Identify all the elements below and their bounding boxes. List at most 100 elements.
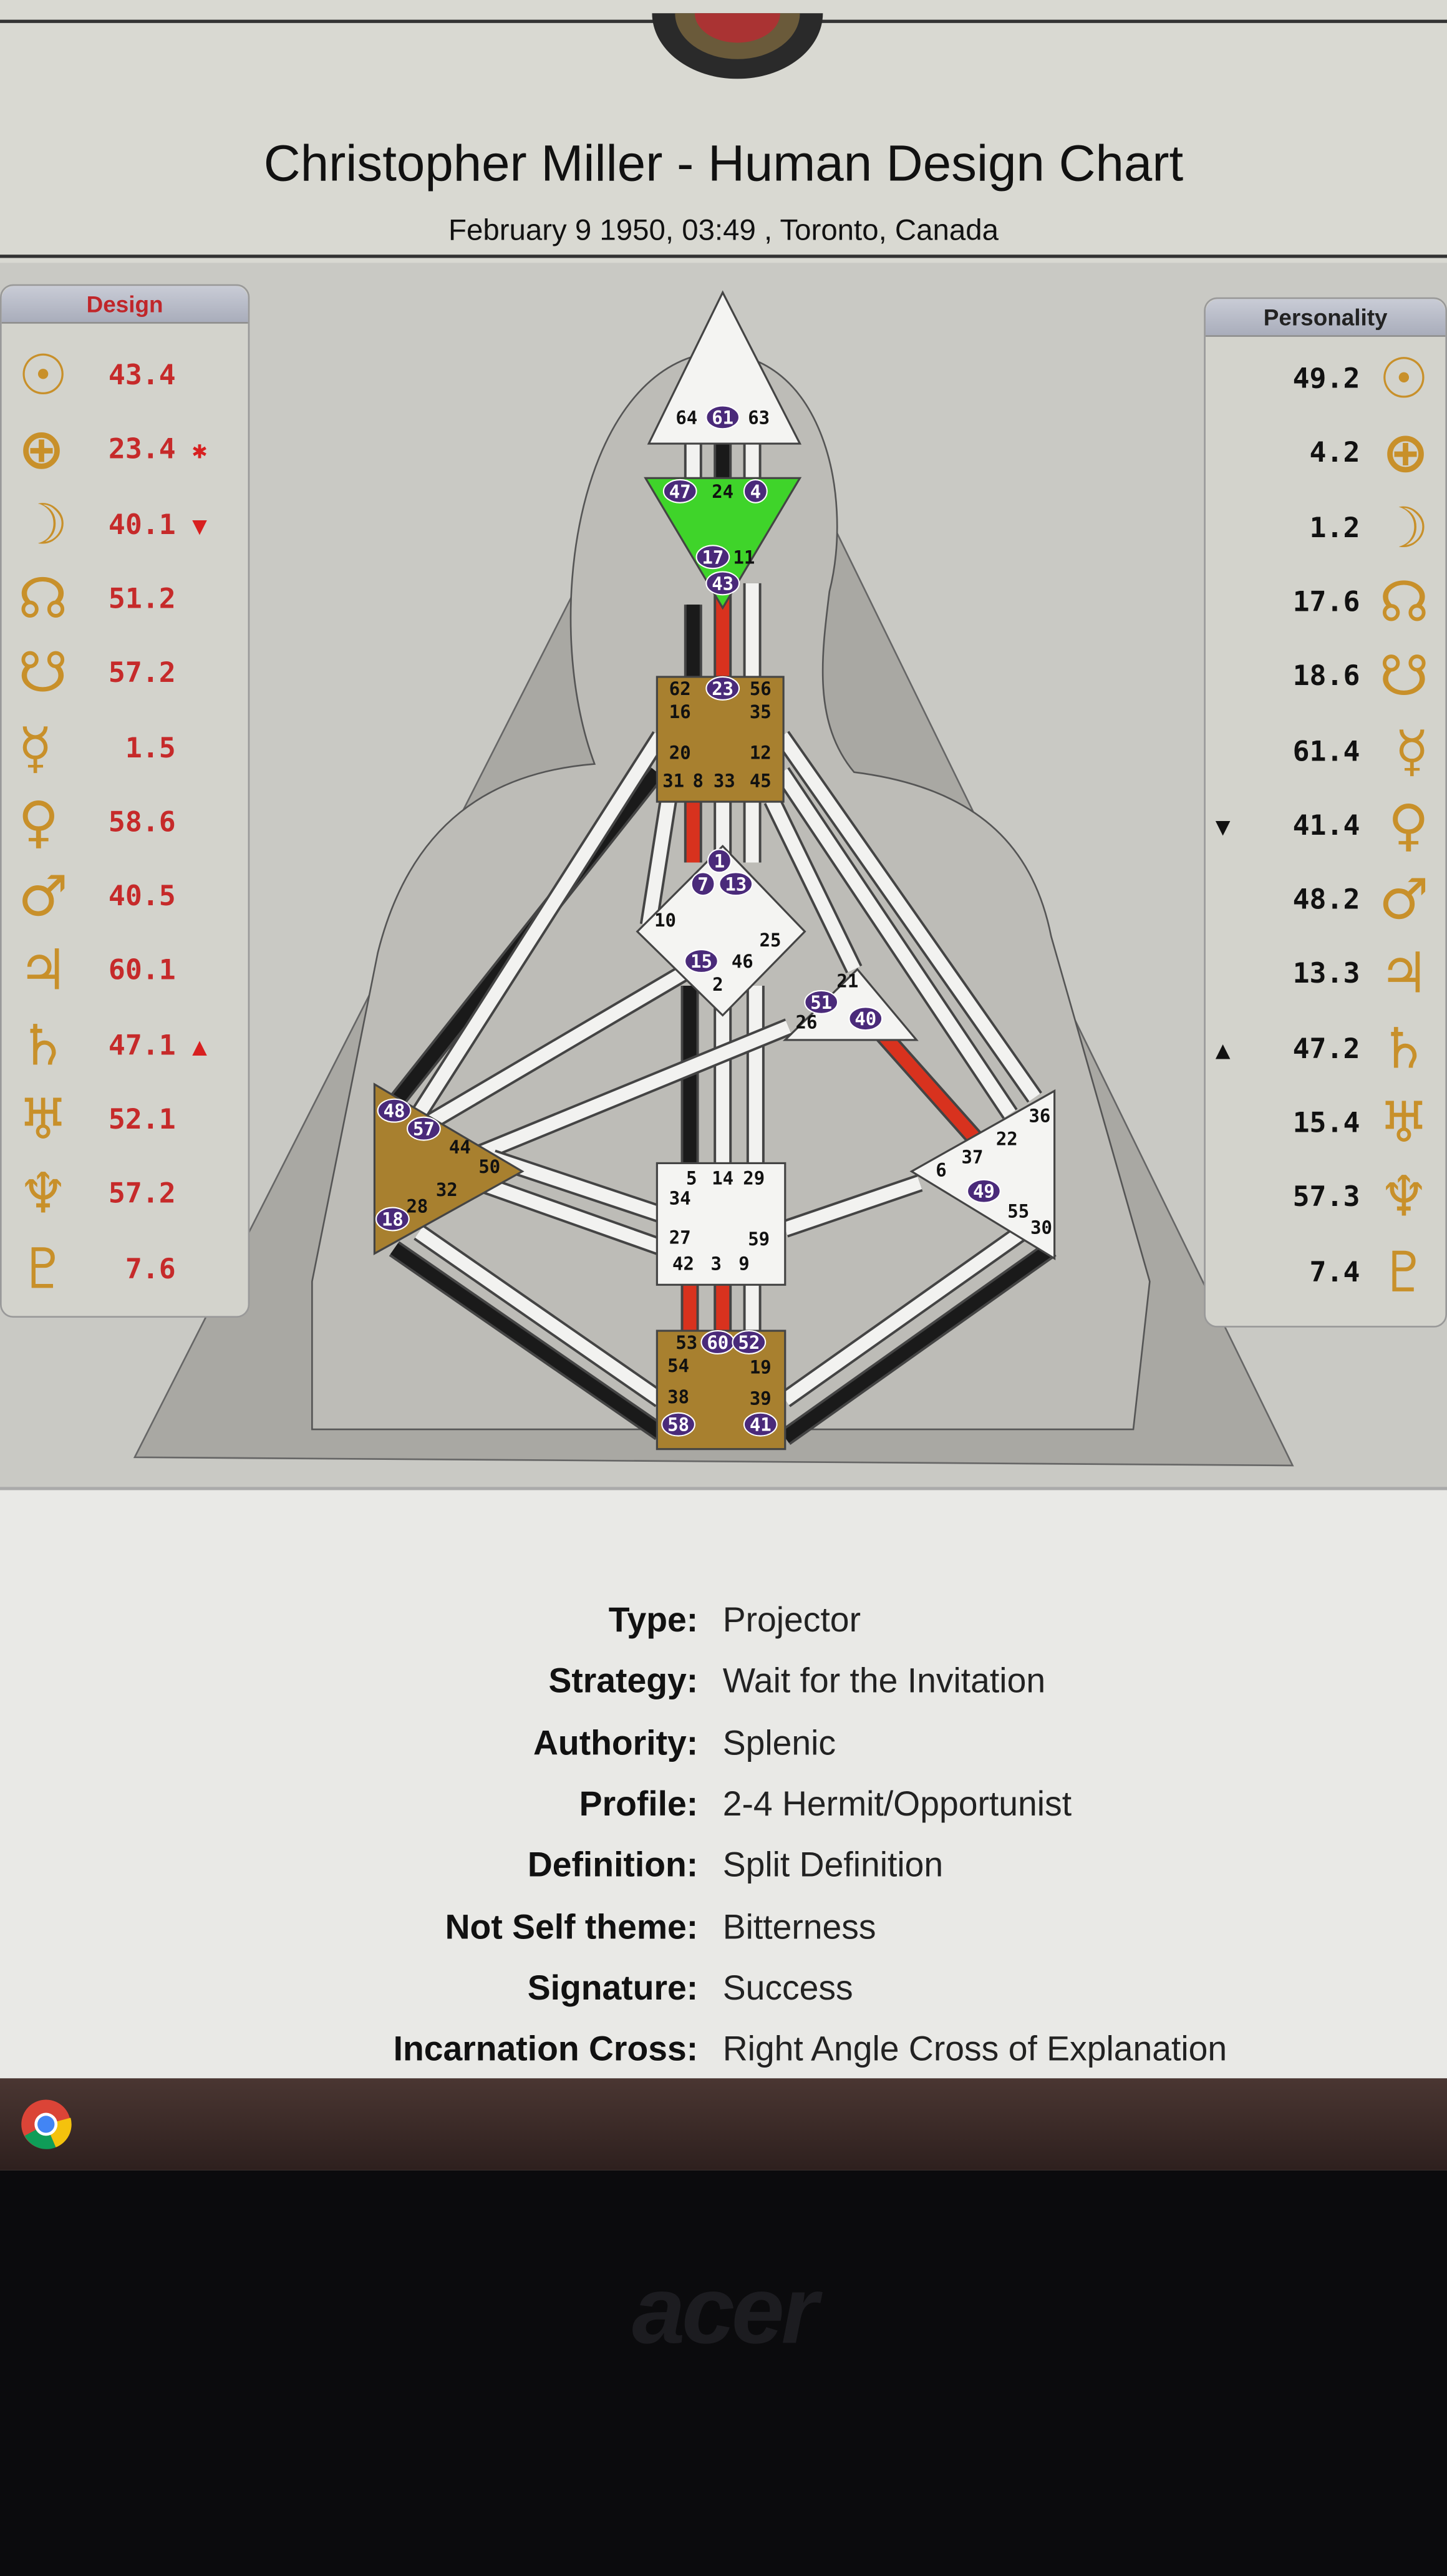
gate-51[interactable]: 51 bbox=[804, 989, 839, 1014]
gate-48[interactable]: 48 bbox=[377, 1098, 412, 1123]
property-value: Wait for the Invitation bbox=[722, 1663, 1046, 1701]
gate-50[interactable]: 50 bbox=[478, 1156, 500, 1177]
gate-number: 37 bbox=[962, 1146, 984, 1167]
gate-32[interactable]: 32 bbox=[436, 1179, 458, 1200]
gate-61[interactable]: 61 bbox=[705, 405, 740, 430]
gate-11[interactable]: 11 bbox=[733, 547, 755, 568]
gate-38[interactable]: 38 bbox=[667, 1386, 689, 1407]
gate-54[interactable]: 54 bbox=[667, 1355, 689, 1376]
chrome-icon[interactable] bbox=[20, 2098, 72, 2151]
gate-47[interactable]: 47 bbox=[662, 479, 697, 503]
gate-12[interactable]: 12 bbox=[750, 742, 772, 764]
planet-row-neptune: ♆ 57.3 bbox=[1206, 1165, 1445, 1231]
gate-40[interactable]: 40 bbox=[848, 1006, 883, 1031]
gate-42[interactable]: 42 bbox=[672, 1253, 694, 1275]
gate-43[interactable]: 43 bbox=[705, 571, 740, 596]
gate-17[interactable]: 17 bbox=[695, 545, 730, 570]
gate-7[interactable]: 7 bbox=[690, 872, 715, 897]
gate-2[interactable]: 2 bbox=[712, 974, 723, 995]
gate-8[interactable]: 8 bbox=[692, 770, 703, 791]
gate-29[interactable]: 29 bbox=[743, 1168, 765, 1189]
gate-number: 18 bbox=[382, 1209, 404, 1230]
gate-60[interactable]: 60 bbox=[700, 1330, 735, 1354]
gate-24[interactable]: 24 bbox=[712, 481, 733, 502]
gate-18[interactable]: 18 bbox=[375, 1207, 410, 1232]
gate-number: 38 bbox=[667, 1386, 689, 1407]
gate-13[interactable]: 13 bbox=[719, 872, 753, 897]
property-row: Strategy:Wait for the Invitation bbox=[0, 1663, 1447, 1713]
gate-number: 41 bbox=[750, 1414, 772, 1436]
gate-number: 15 bbox=[690, 951, 712, 972]
gate-21[interactable]: 21 bbox=[836, 971, 858, 992]
gate-4[interactable]: 4 bbox=[743, 479, 768, 503]
gate-number: 19 bbox=[750, 1357, 772, 1378]
gate-44[interactable]: 44 bbox=[449, 1137, 471, 1158]
gate-line-value: 43.4 bbox=[108, 359, 176, 393]
gate-line-value: 51.2 bbox=[108, 583, 176, 616]
gate-23[interactable]: 23 bbox=[705, 676, 740, 701]
planet-row-venus: ♀ 41.4 ▼ bbox=[1206, 793, 1445, 858]
gate-28[interactable]: 28 bbox=[406, 1195, 428, 1217]
fixing-marker: ▼ bbox=[1215, 811, 1231, 841]
planet-row-uranus: ♅ 15.4 bbox=[1206, 1091, 1445, 1157]
gate-35[interactable]: 35 bbox=[750, 701, 772, 722]
gate-1[interactable]: 1 bbox=[707, 848, 732, 873]
planet-row-south-node: ☋ 57.2 bbox=[2, 641, 248, 707]
gate-45[interactable]: 45 bbox=[750, 770, 772, 791]
gate-line-value: 7.6 bbox=[125, 1253, 176, 1286]
gate-3[interactable]: 3 bbox=[710, 1253, 721, 1275]
gate-10[interactable]: 10 bbox=[654, 910, 676, 931]
gate-number: 1 bbox=[714, 850, 725, 872]
gate-20[interactable]: 20 bbox=[669, 742, 691, 764]
gate-26[interactable]: 26 bbox=[796, 1012, 818, 1033]
gate-line-value: 1.5 bbox=[125, 732, 176, 765]
gate-55[interactable]: 55 bbox=[1007, 1200, 1029, 1222]
center-g bbox=[636, 844, 806, 1017]
gate-30[interactable]: 30 bbox=[1030, 1217, 1052, 1238]
channel bbox=[415, 1227, 664, 1406]
gate-57[interactable]: 57 bbox=[407, 1116, 441, 1141]
property-label: Type: bbox=[608, 1601, 699, 1640]
gate-56[interactable]: 56 bbox=[750, 678, 772, 699]
gate-16[interactable]: 16 bbox=[669, 701, 691, 722]
jupiter-icon: ♃ bbox=[17, 938, 69, 1005]
gate-6[interactable]: 6 bbox=[936, 1160, 946, 1181]
gate-46[interactable]: 46 bbox=[732, 951, 753, 972]
gate-34[interactable]: 34 bbox=[669, 1187, 691, 1208]
gate-64[interactable]: 64 bbox=[675, 407, 697, 428]
planet-row-sun: ☉ 43.4 bbox=[2, 343, 248, 409]
gate-line-value: 57.2 bbox=[108, 1178, 176, 1212]
gate-number: 47 bbox=[669, 481, 691, 502]
property-value: Bitterness bbox=[722, 1908, 876, 1947]
planet-row-mercury: ☿ 61.4 bbox=[1206, 719, 1445, 784]
gate-25[interactable]: 25 bbox=[760, 930, 782, 951]
gate-59[interactable]: 59 bbox=[748, 1228, 770, 1250]
gate-52[interactable]: 52 bbox=[732, 1330, 767, 1354]
gate-53[interactable]: 53 bbox=[675, 1332, 697, 1353]
gate-31[interactable]: 31 bbox=[662, 770, 684, 791]
gate-36[interactable]: 36 bbox=[1029, 1106, 1051, 1127]
active-gate-marker bbox=[732, 1330, 767, 1354]
gate-33[interactable]: 33 bbox=[714, 770, 735, 791]
gate-49[interactable]: 49 bbox=[967, 1179, 1001, 1203]
gate-22[interactable]: 22 bbox=[996, 1128, 1018, 1149]
property-row: Authority:Splenic bbox=[0, 1724, 1447, 1774]
gate-39[interactable]: 39 bbox=[750, 1388, 772, 1409]
gate-9[interactable]: 9 bbox=[738, 1253, 749, 1275]
gate-14[interactable]: 14 bbox=[712, 1168, 733, 1189]
mars-icon: ♂ bbox=[17, 864, 69, 930]
gate-27[interactable]: 27 bbox=[669, 1227, 691, 1248]
gate-5[interactable]: 5 bbox=[686, 1168, 697, 1189]
active-gate-marker bbox=[690, 872, 715, 897]
gate-number: 34 bbox=[669, 1187, 691, 1208]
gate-58[interactable]: 58 bbox=[661, 1412, 695, 1437]
gate-19[interactable]: 19 bbox=[750, 1357, 772, 1378]
gate-63[interactable]: 63 bbox=[748, 407, 770, 428]
gate-62[interactable]: 62 bbox=[669, 678, 691, 699]
gate-37[interactable]: 37 bbox=[962, 1146, 984, 1167]
gate-15[interactable]: 15 bbox=[684, 949, 719, 974]
planet-row-moon: ☽ 1.2 bbox=[1206, 495, 1445, 561]
gate-41[interactable]: 41 bbox=[743, 1412, 778, 1437]
gate-line-value: 15.4 bbox=[1292, 1107, 1360, 1140]
monitor-bezel: acer bbox=[0, 2170, 1447, 2576]
